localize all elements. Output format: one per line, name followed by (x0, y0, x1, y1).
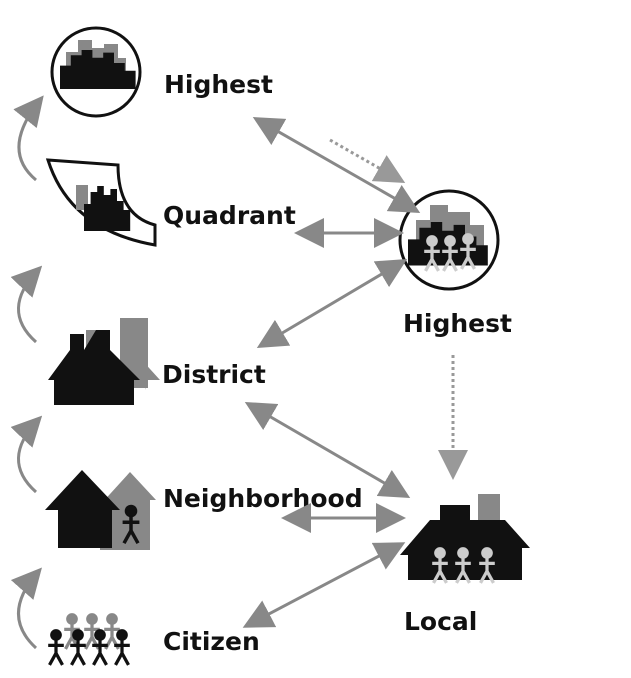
escalation-arrows (10, 95, 44, 650)
label-target-highest: Highest (403, 309, 512, 338)
highest-city-icon (50, 26, 142, 118)
arrow-district-local (244, 401, 411, 499)
neighborhood-icon (45, 470, 156, 550)
label-neighborhood: Neighborhood (163, 484, 363, 513)
label-citizen: Citizen (163, 627, 260, 656)
district-icon (48, 318, 160, 405)
connector-arrows (242, 117, 468, 628)
label-highest: Highest (164, 70, 273, 99)
label-target-local: Local (404, 607, 477, 636)
label-quadrant: Quadrant (163, 201, 296, 230)
target-local-icon (400, 494, 530, 585)
quadrant-icon (45, 158, 157, 247)
arrow-highest-highest (252, 117, 421, 213)
target-highest-icon (398, 189, 500, 291)
arrow-district-highest (256, 258, 408, 349)
arrow-citizen-local (242, 542, 406, 628)
label-district: District (162, 360, 266, 389)
citizen-icon (46, 612, 132, 667)
dotted-arrow-top (329, 138, 406, 183)
